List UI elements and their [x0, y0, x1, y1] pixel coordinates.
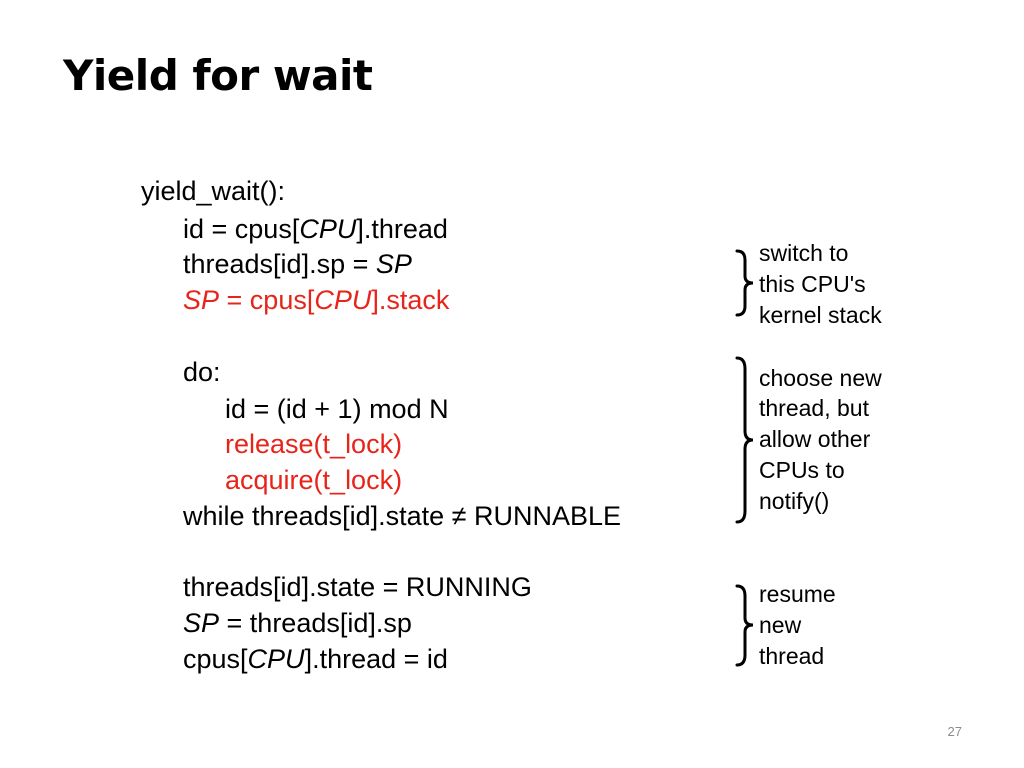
- code-line-acquire: acquire(t_lock): [225, 465, 403, 495]
- code-fragment: threads[id].sp =: [183, 249, 376, 279]
- annotation-line: choose new: [759, 365, 882, 391]
- annotation-line: switch to: [759, 240, 849, 266]
- curly-brace-icon: [735, 356, 754, 524]
- code-fragment: ].stack: [371, 285, 450, 315]
- annotation-line: new: [759, 612, 802, 638]
- annotation-line: CPUs to: [759, 457, 845, 483]
- annotation-line: notify(): [759, 488, 830, 514]
- code-fragment: = cpus[: [219, 285, 315, 315]
- code-fragment: cpus[: [183, 644, 248, 674]
- code-fragment-italic: CPU: [314, 285, 372, 315]
- code-line-do: do:: [183, 357, 221, 387]
- code-line-next-id: id = (id + 1) mod N: [225, 394, 449, 424]
- code-fragment: = threads[id].sp: [219, 608, 412, 638]
- code-line-set-cpu-thread: cpus[CPU].thread = id: [183, 643, 448, 675]
- annotation-line: thread: [759, 643, 825, 669]
- code-line-get-thread-id: id = cpus[CPU].thread: [183, 213, 448, 245]
- code-line-release: release(t_lock): [225, 429, 403, 459]
- page-number: 27: [947, 724, 962, 739]
- code-line-restore-sp: SP = threads[id].sp: [183, 607, 412, 639]
- code-fragment-italic: SP: [183, 608, 220, 638]
- slide-title: Yield for wait: [63, 51, 373, 100]
- curly-brace-icon: [735, 249, 754, 317]
- code-fragment: ].thread = id: [304, 644, 448, 674]
- code-line-while: while threads[id].state ≠ RUNNABLE: [183, 501, 621, 531]
- annotation-line: thread, but: [759, 395, 869, 421]
- code-line-save-sp: threads[id].sp = SP: [183, 248, 412, 280]
- annotation-line: kernel stack: [759, 302, 882, 328]
- annotation-line: resume: [759, 581, 836, 607]
- code-fragment-italic: CPU: [299, 214, 357, 244]
- code-fragment-italic: SP: [183, 285, 220, 315]
- code-fragment: id = cpus[: [183, 214, 300, 244]
- code-fragment-italic: SP: [375, 249, 412, 279]
- curly-brace-icon: [735, 584, 754, 667]
- code-line-set-running: threads[id].state = RUNNING: [183, 572, 532, 602]
- annotation-line: this CPU's: [759, 271, 866, 297]
- code-fragment: ].thread: [356, 214, 448, 244]
- code-line-function-header: yield_wait():: [141, 176, 286, 206]
- code-line-switch-stack: SP = cpus[CPU].stack: [183, 284, 449, 316]
- code-fragment-italic: CPU: [247, 644, 305, 674]
- annotation-line: allow other: [759, 426, 871, 452]
